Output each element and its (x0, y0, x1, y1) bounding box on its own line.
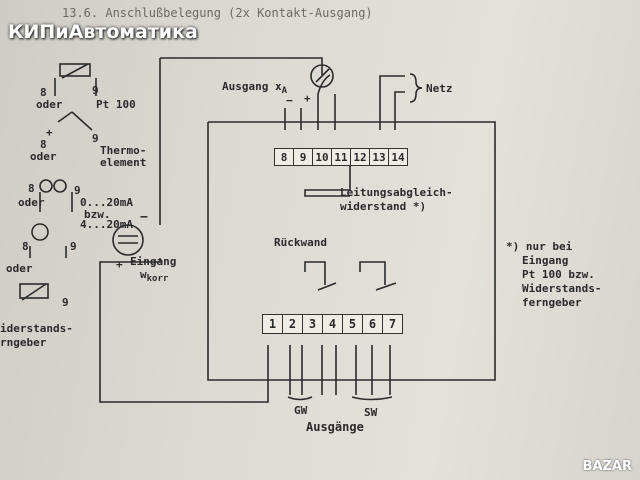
meter-plus: + (116, 258, 123, 271)
gw-label: GW (294, 404, 308, 417)
thermo-label-2: element (100, 156, 147, 169)
terminal-6: 6 (363, 315, 383, 333)
thermo-plus: + (46, 126, 53, 139)
eingang-label: Eingang (130, 255, 177, 268)
pt100-pin-9: 9 (92, 84, 99, 97)
ausgang-label: Ausgang xA (222, 80, 288, 97)
thermo-oder: oder (30, 150, 57, 163)
pt100-label: Pt 100 (96, 98, 136, 111)
wkorr-label: wkorr (140, 268, 169, 285)
sw-label: SW (364, 406, 378, 419)
terminal-11: 11 (332, 149, 351, 165)
terminal-block-bottom: 1 2 3 4 5 6 7 (262, 314, 403, 334)
leitung-label-1: Leitungsabgleich- (340, 186, 453, 199)
wgeber-line-2: rngeber (0, 336, 47, 349)
meter-minus: − (140, 210, 148, 225)
terminal-13: 13 (370, 149, 389, 165)
bazar-logo: BAZAR (582, 459, 632, 474)
terminal-14: 14 (391, 150, 405, 164)
watermark-logo: КИПиАвтоматика (8, 21, 198, 43)
ma-line-1: 0...20mA (80, 196, 133, 209)
ma-line-2: bzw. (84, 208, 111, 221)
ma2-pin-8: 8 (22, 240, 29, 253)
terminal-1: 1 (263, 315, 283, 333)
terminal-3: 3 (303, 315, 323, 333)
terminal-8: 8 (275, 149, 294, 165)
rueckwand-label: Rückwand (274, 236, 327, 249)
pt100-oder: oder (36, 98, 63, 111)
ma2-oder: oder (6, 262, 33, 275)
terminal-2: 2 (283, 315, 303, 333)
ausgaenge-label: Ausgänge (306, 420, 364, 434)
section-heading: 13.6. Anschlußbelegung (2x Kontakt-Ausga… (62, 6, 373, 20)
note-line-3: Pt 100 bzw. (522, 268, 595, 281)
ma-pin-8: 8 (28, 182, 35, 195)
wgeber-line-1: iderstands- (0, 322, 73, 335)
terminal-block-top: 8 9 10 11 12 13 14 (274, 148, 408, 166)
netz-label: Netz (426, 82, 453, 95)
thermo-pin-8: 8 (40, 138, 47, 151)
ausgang-plus: + (304, 92, 311, 105)
ma-pin-9: 9 (74, 184, 81, 197)
thermo-label-1: Thermo- (100, 144, 147, 157)
note-line-4: Widerstands- (522, 282, 602, 295)
terminal-9: 9 (294, 149, 313, 165)
ma-line-3: 4...20mA (80, 218, 133, 231)
ma2-pin-9: 9 (70, 240, 77, 253)
leitung-label-2: widerstand *) (340, 200, 427, 213)
terminal-7: 7 (388, 317, 397, 331)
pt100-pin-8: 8 (40, 86, 47, 99)
wgeber-pin-9: 9 (62, 296, 69, 309)
terminal-4: 4 (323, 315, 343, 333)
ausgang-minus: − (286, 94, 293, 107)
note-line-1: *) nur bei (506, 240, 573, 253)
thermo-pin-9: 9 (92, 132, 99, 145)
terminal-10: 10 (313, 149, 332, 165)
terminal-5: 5 (343, 315, 363, 333)
note-line-2: Eingang (522, 254, 569, 267)
terminal-12: 12 (351, 149, 370, 165)
note-line-5: ferngeber (522, 296, 582, 309)
ma-oder: oder (18, 196, 45, 209)
